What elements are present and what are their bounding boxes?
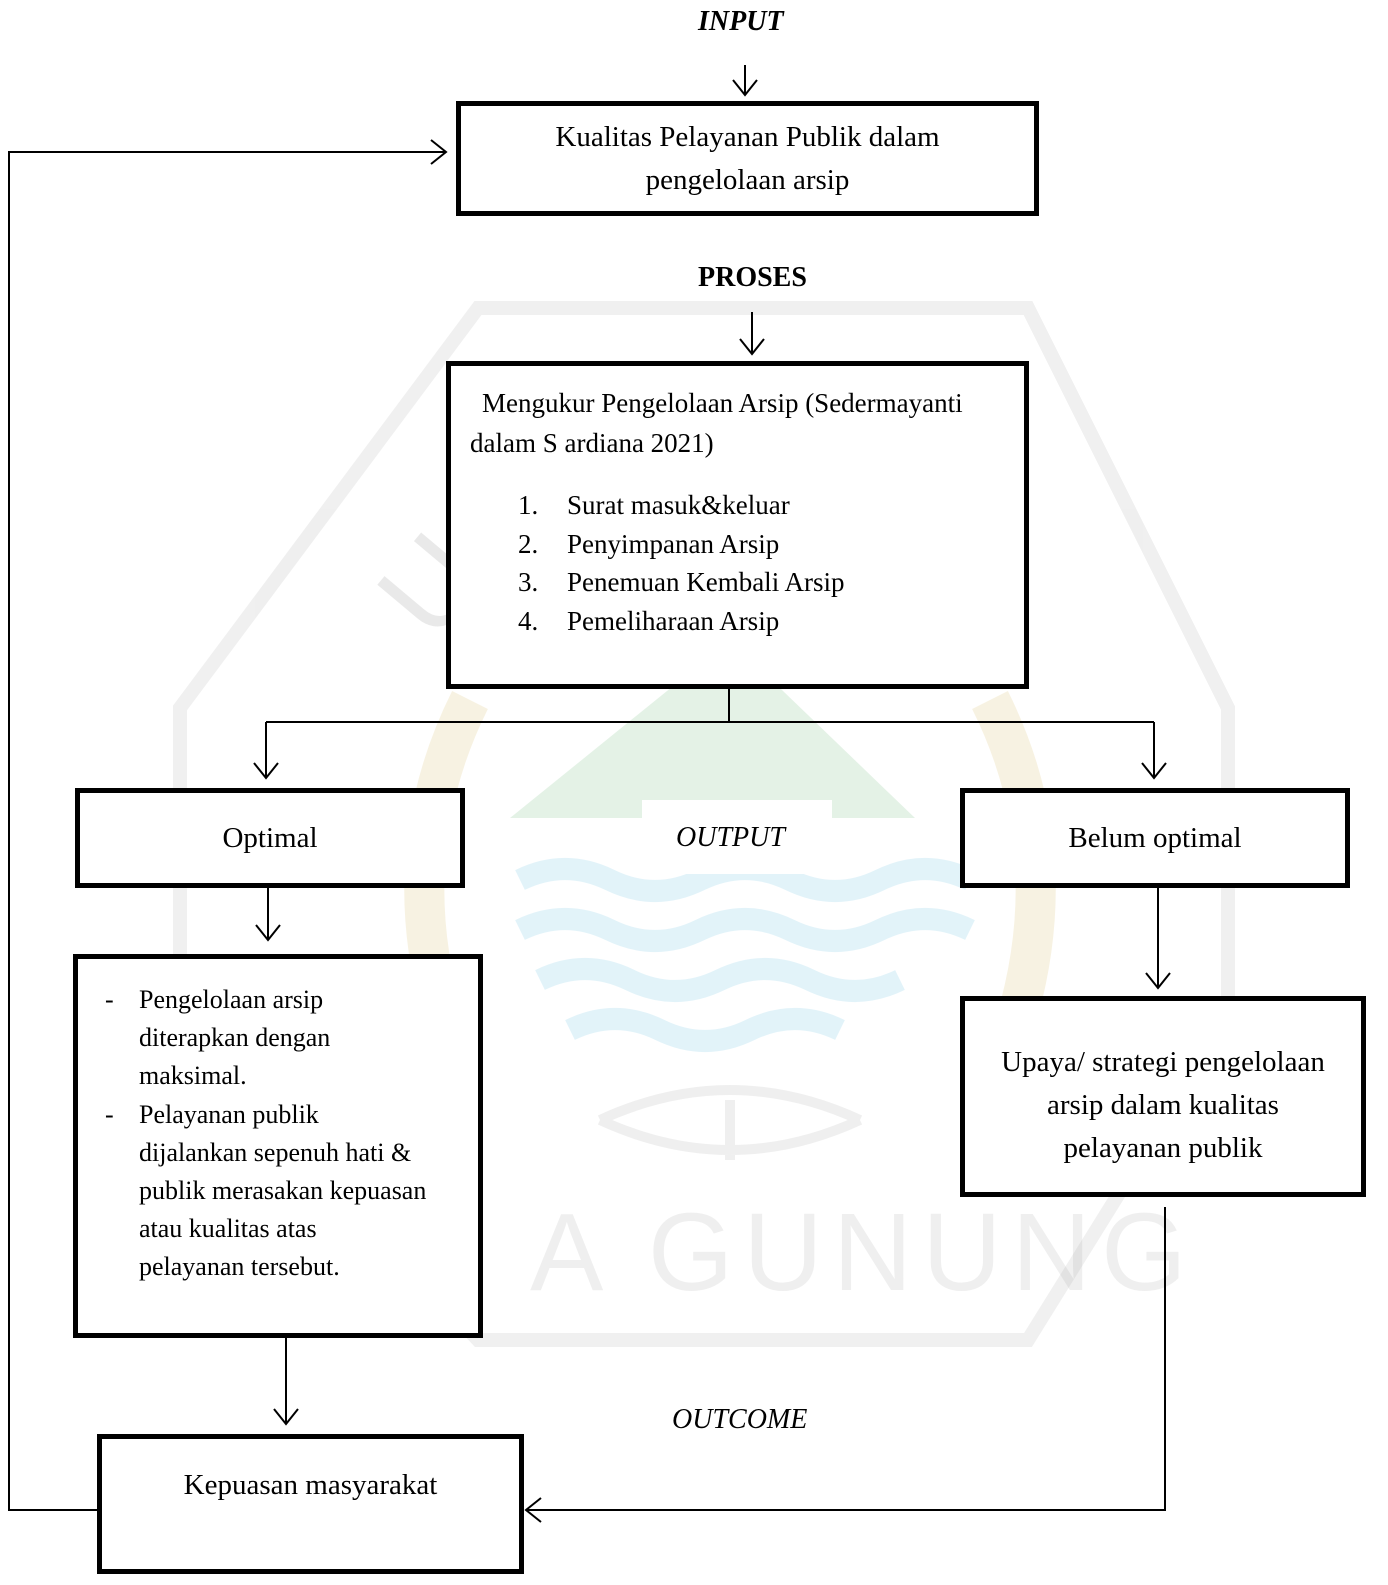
upaya-box-line-1: Upaya/ strategi pengelolaan [1001, 1046, 1325, 1078]
proses-list-item: 3.Penemuan Kembali Arsip [518, 567, 845, 597]
label-proses: PROSES [698, 262, 807, 293]
arrow-detail-to-kepuasan [273, 1338, 299, 1426]
watermark-book-icon [597, 1085, 863, 1160]
arrow-optimal-to-detail [255, 888, 281, 942]
label-output: OUTPUT [676, 822, 785, 853]
proses-box: Mengukur Pengelolaan Arsip (Sedermayanti… [446, 361, 1029, 689]
proses-intro-line-1: Mengukur Pengelolaan Arsip (Sedermayanti [482, 388, 963, 418]
optimal-detail-box: - Pengelolaan arsip diterapkan dengan ma… [73, 954, 483, 1338]
kepuasan-box: Kepuasan masyarakat [97, 1434, 524, 1574]
arrow-feedback-to-input [8, 139, 448, 1511]
proses-list-item: 4.Pemeliharaan Arsip [518, 605, 780, 636]
input-box: Kualitas Pelayanan Publik dalam pengelol… [456, 101, 1039, 216]
proses-list: 1.Surat masuk&keluar 2.Penyimpanan Arsip… [518, 486, 844, 640]
upaya-box: Upaya/ strategi pengelolaan arsip dalam … [960, 996, 1366, 1197]
watermark-text-bottom: A GUNUNG [530, 1191, 1197, 1314]
arrow-upaya-to-kepuasan [524, 1207, 1166, 1523]
input-box-line-1: Kualitas Pelayanan Publik dalam [555, 120, 940, 153]
upaya-box-line-2: arsip dalam kualitas [1047, 1089, 1279, 1121]
connector-proses-split [266, 689, 1154, 723]
optimal-detail-item: - Pengelolaan arsip diterapkan dengan ma… [105, 985, 331, 1091]
belum-optimal-box-text: Belum optimal [1068, 821, 1242, 854]
upaya-box-line-3: pelayanan publik [1063, 1132, 1263, 1164]
optimal-detail-item: - Pelayanan publik dijalankan sepenuh ha… [105, 1099, 427, 1282]
label-input: INPUT [698, 6, 784, 37]
proses-list-item: 1.Surat masuk&keluar [518, 490, 790, 520]
kepuasan-box-text: Kepuasan masyarakat [183, 1469, 438, 1501]
arrow-split-to-optimal [253, 722, 279, 780]
input-box-line-2: pengelolaan arsip [645, 163, 850, 196]
arrow-split-to-belum [1141, 722, 1167, 780]
arrow-proses-to-box [739, 312, 765, 356]
belum-optimal-box: Belum optimal [960, 788, 1350, 888]
optimal-box: Optimal [75, 788, 465, 888]
optimal-box-text: Optimal [222, 821, 318, 854]
arrow-input-to-box [732, 65, 758, 97]
output-label-background [642, 800, 832, 874]
arrow-belum-to-upaya [1145, 888, 1171, 990]
proses-intro-line-2: dalam S ardiana 2021) [470, 428, 714, 458]
label-outcome: OUTCOME [672, 1404, 808, 1435]
proses-list-item: 2.Penyimpanan Arsip [518, 528, 780, 559]
watermark-mountain-icon [510, 640, 915, 818]
optimal-detail-list: - Pengelolaan arsip diterapkan dengan ma… [105, 981, 485, 1287]
